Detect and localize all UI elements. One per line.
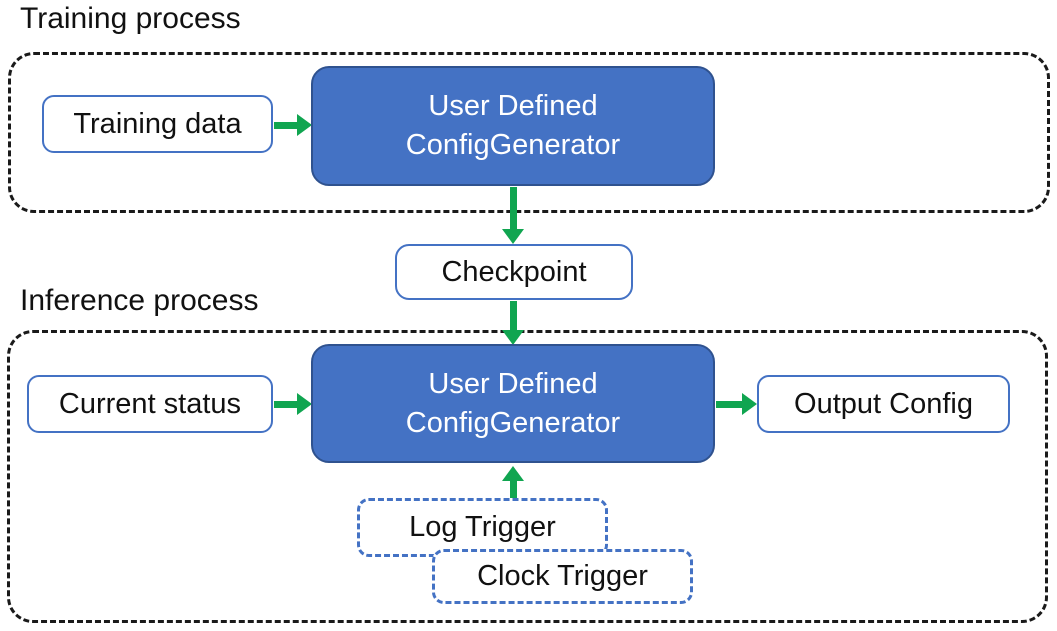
arrow-shaft [716, 401, 745, 408]
inference-section-label: Inference process [20, 284, 259, 317]
current-status-label: Current status [58, 387, 242, 420]
output-config-label: Output Config [794, 387, 973, 420]
checkpoint-label: Checkpoint [441, 255, 587, 288]
inference-config-generator-line2: ConfigGenerator [405, 406, 621, 439]
inference-section-container [7, 330, 1048, 623]
checkpoint-node: Checkpoint [395, 244, 633, 300]
training-data-node: Training data [42, 95, 273, 153]
training-data-label: Training data [73, 107, 242, 140]
log-trigger-label: Log Trigger [409, 511, 556, 543]
arrow-generator-to-output-config [716, 393, 757, 415]
arrow-head [742, 393, 757, 415]
arrow-head [297, 114, 312, 136]
arrow-checkpoint-to-generator [502, 301, 524, 345]
inference-config-generator-node: User Defined ConfigGenerator [311, 344, 715, 463]
training-config-generator-node: User Defined ConfigGenerator [311, 66, 715, 186]
arrow-triggers-to-generator [502, 466, 524, 498]
training-section-label: Training process [20, 2, 241, 35]
arrow-generator-to-checkpoint [502, 187, 524, 244]
arrow-head [502, 466, 524, 481]
training-config-generator-line2: ConfigGenerator [405, 129, 621, 161]
arrow-shaft [510, 301, 517, 332]
arrow-head [502, 229, 524, 244]
arrow-shaft [510, 479, 517, 498]
arrow-head [297, 393, 312, 415]
arrow-shaft [274, 401, 300, 408]
arrow-shaft [274, 122, 300, 129]
inference-config-generator-line1: User Defined [428, 367, 598, 400]
arrow-training-data-to-generator [274, 114, 312, 136]
training-section-container [8, 52, 1050, 213]
output-config-node: Output Config [757, 375, 1010, 433]
arrow-current-status-to-generator [274, 393, 312, 415]
clock-trigger-node: Clock Trigger [432, 549, 693, 604]
log-trigger-node: Log Trigger [357, 498, 608, 557]
arrow-head [502, 330, 524, 345]
current-status-node: Current status [27, 375, 273, 433]
training-config-generator-line1: User Defined [428, 90, 598, 122]
clock-trigger-label: Clock Trigger [477, 560, 648, 592]
arrow-shaft [510, 187, 517, 231]
